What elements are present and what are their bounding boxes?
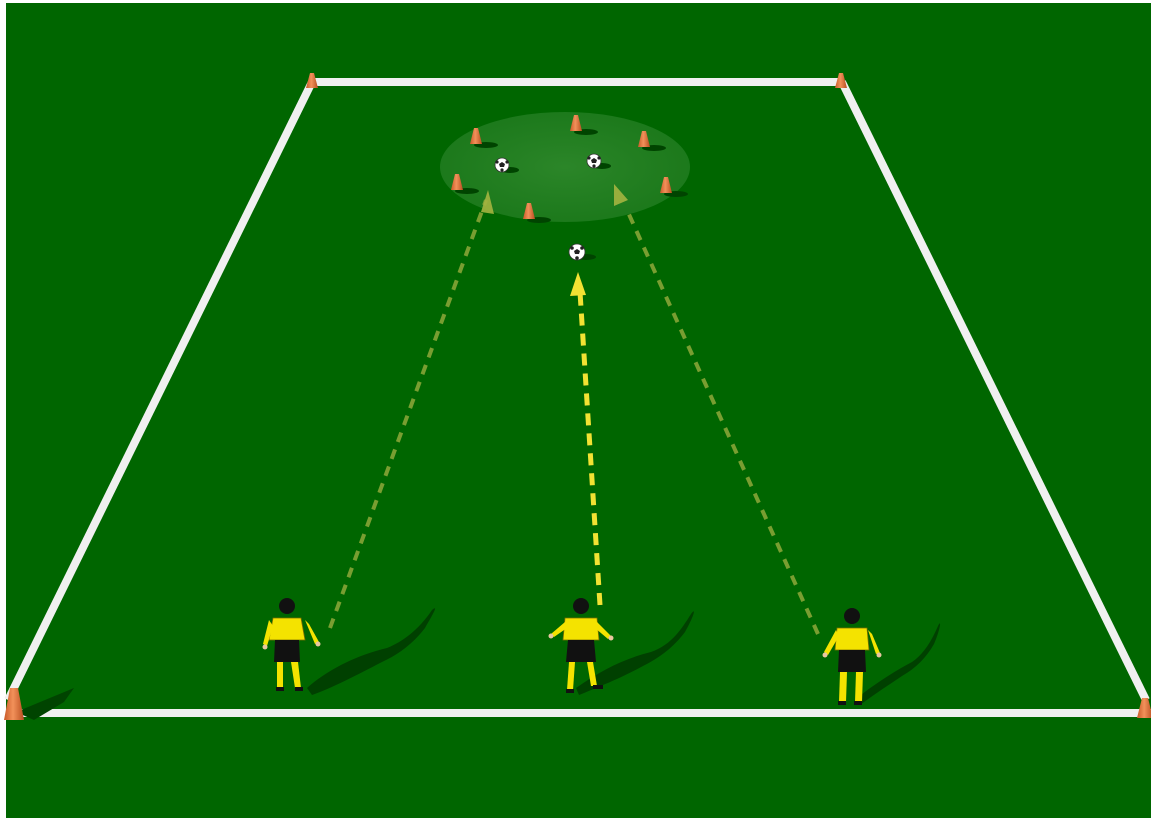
white-border-top bbox=[0, 0, 1151, 3]
bottom-border bbox=[0, 818, 1151, 822]
white-border-left bbox=[0, 0, 6, 822]
